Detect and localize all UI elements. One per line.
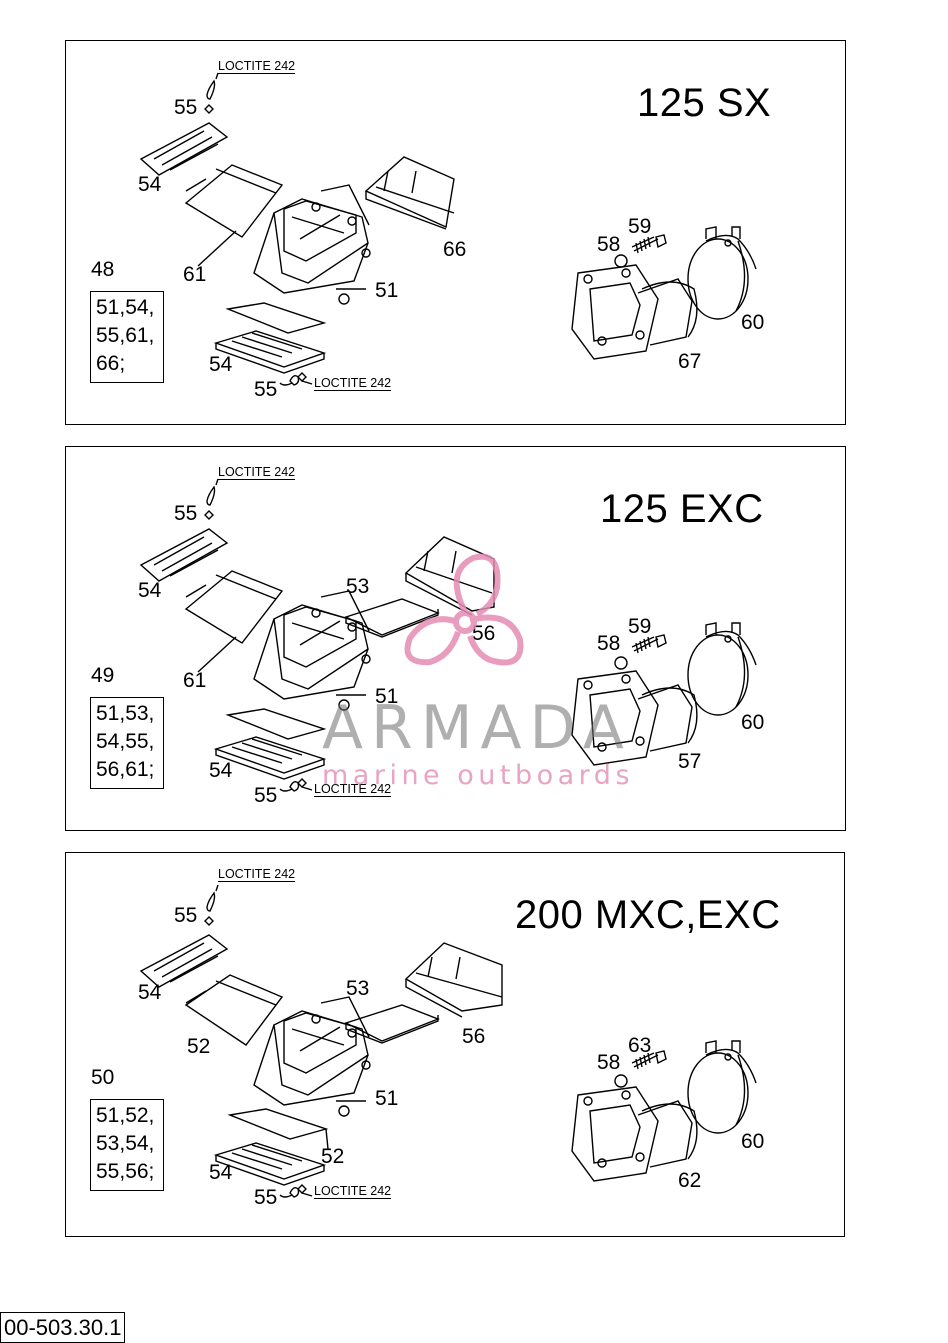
kit-line: 55,61, xyxy=(96,324,155,347)
part-label-51: 51 xyxy=(375,1087,399,1110)
part-label-58: 58 xyxy=(597,632,621,655)
part-label-54-top: 54 xyxy=(138,579,162,602)
loctite-note-bottom: LOCTITE 242 xyxy=(314,1184,392,1199)
part-label-59: 59 xyxy=(628,215,652,238)
part-label-55-top: 55 xyxy=(174,904,198,927)
part-label-62: 62 xyxy=(678,1169,702,1192)
kit-line: 51,53, xyxy=(96,702,155,725)
kit-contents-box: 51,52, 53,54, 55,56; xyxy=(90,1099,164,1191)
part-label-52-bottom: 52 xyxy=(321,1145,345,1168)
part-label-67: 67 xyxy=(678,350,702,373)
panel-title: 125 SX xyxy=(637,81,772,125)
part-label-52: 52 xyxy=(187,1035,211,1058)
part-label-55-top: 55 xyxy=(174,96,198,119)
part-label-55-bottom: 55 xyxy=(254,378,278,401)
part-label-53: 53 xyxy=(346,977,370,1000)
part-label-51: 51 xyxy=(375,685,399,708)
panel-200-mxc-exc: 200 MXC,EXC LOCTITE 242 55 54 52 53 56 5… xyxy=(65,852,845,1237)
part-label-51: 51 xyxy=(375,279,399,302)
part-label-57: 57 xyxy=(678,750,702,773)
part-label-60: 60 xyxy=(741,1130,765,1153)
part-label-54-top: 54 xyxy=(138,981,162,1004)
kit-number: 48 xyxy=(91,258,115,281)
kit-line: 51,54, xyxy=(96,296,155,319)
loctite-note-top: LOCTITE 242 xyxy=(218,59,296,74)
loctite-note-bottom: LOCTITE 242 xyxy=(314,376,392,391)
panel-125-exc: 125 EXC LOCTITE 242 55 54 61 53 56 51 54… xyxy=(65,446,846,831)
part-label-61: 61 xyxy=(183,263,207,286)
part-label-61: 61 xyxy=(183,669,207,692)
kit-line: 53,54, xyxy=(96,1132,155,1155)
exploded-diagram-125-sx xyxy=(139,72,757,386)
part-label-60: 60 xyxy=(741,711,765,734)
document-id: 00-503.30.1 xyxy=(0,1312,126,1343)
part-label-58: 58 xyxy=(597,1051,621,1074)
part-label-56: 56 xyxy=(462,1025,486,1048)
watermark-subtitle: marine outboards xyxy=(322,760,635,791)
part-label-63: 63 xyxy=(628,1034,652,1057)
part-label-58: 58 xyxy=(597,233,621,256)
watermark-name: ARMADA xyxy=(322,693,632,763)
kit-line: 51,52, xyxy=(96,1104,155,1127)
loctite-note-bottom: LOCTITE 242 xyxy=(314,782,392,797)
loctite-note-top: LOCTITE 242 xyxy=(218,867,296,882)
part-label-66: 66 xyxy=(443,238,467,261)
kit-line: 56,61; xyxy=(96,758,155,781)
part-label-59: 59 xyxy=(628,615,652,638)
part-label-55-bottom: 55 xyxy=(254,1186,278,1209)
kit-contents-box: 51,53, 54,55, 56,61; xyxy=(90,697,164,789)
part-label-54-top: 54 xyxy=(138,173,162,196)
kit-line: 54,55, xyxy=(96,730,155,753)
kit-contents-box: 51,54, 55,61, 66; xyxy=(90,291,164,383)
kit-number: 50 xyxy=(91,1066,115,1089)
part-label-53: 53 xyxy=(346,575,370,598)
part-label-55-top: 55 xyxy=(174,502,198,525)
part-label-54-bottom: 54 xyxy=(209,353,233,376)
kit-line: 55,56; xyxy=(96,1160,155,1183)
panel-title: 200 MXC,EXC xyxy=(515,893,781,937)
kit-line: 66; xyxy=(96,352,126,375)
part-label-54-bottom: 54 xyxy=(209,759,233,782)
part-label-60: 60 xyxy=(741,311,765,334)
part-label-54-bottom: 54 xyxy=(209,1161,233,1184)
panel-title: 125 EXC xyxy=(600,487,764,531)
part-label-55-bottom: 55 xyxy=(254,784,278,807)
panel-125-sx: 125 SX LOCTITE 242 55 54 61 66 51 54 55 … xyxy=(65,40,846,425)
kit-number: 49 xyxy=(91,664,115,687)
exploded-diagram-200-mxc-exc xyxy=(139,884,757,1198)
part-label-56: 56 xyxy=(472,622,496,645)
loctite-note-top: LOCTITE 242 xyxy=(218,465,296,480)
